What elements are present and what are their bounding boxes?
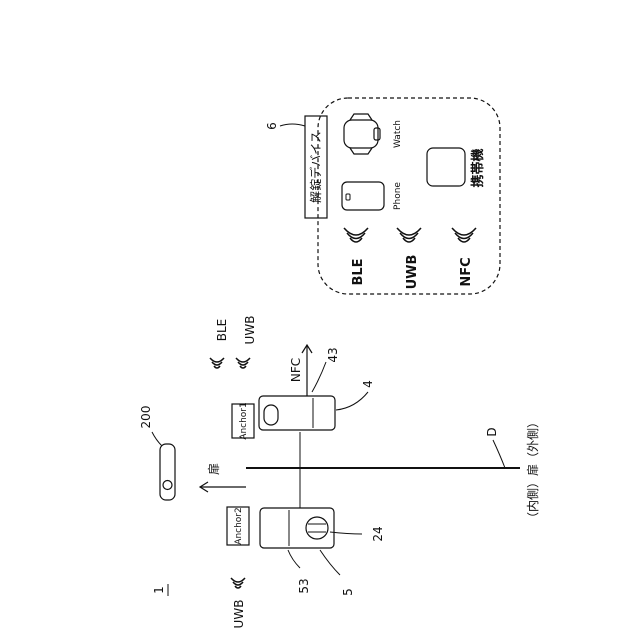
anchor2-uwb-waves bbox=[231, 578, 245, 588]
anchor2-label: Anchor2 bbox=[234, 507, 244, 544]
panel-ble-waves bbox=[344, 228, 368, 242]
ref-4: 4 bbox=[361, 380, 375, 388]
door-bottom-label: （内側）扉（外側） bbox=[526, 416, 540, 524]
ref-53-leader bbox=[288, 550, 300, 568]
panel-ble-label: BLE bbox=[351, 258, 366, 285]
anchor1-uwb-waves bbox=[236, 358, 250, 368]
door-arrow: 扉 bbox=[200, 463, 246, 492]
ref-5-leader bbox=[320, 550, 340, 575]
ref-24-leader bbox=[330, 532, 362, 534]
ref-5: 5 bbox=[341, 588, 355, 596]
anchor1-ble-waves bbox=[210, 358, 224, 368]
phone-icon bbox=[342, 182, 384, 210]
anchor1-label: Anchor1 bbox=[239, 402, 249, 439]
door-label: 扉 bbox=[207, 463, 221, 475]
mobile-label: 携帯機 bbox=[470, 148, 486, 187]
device-200: 200 bbox=[139, 406, 175, 500]
device-4 bbox=[259, 396, 335, 430]
ref-D-leader bbox=[493, 440, 505, 468]
ref-24: 24 bbox=[371, 526, 385, 541]
panel-uwb-label: UWB bbox=[405, 255, 420, 290]
ref-43-leader bbox=[312, 362, 326, 392]
panel-nfc-label: NFC bbox=[459, 257, 474, 286]
device-5-body bbox=[260, 508, 334, 548]
anchor1-uwb-label: UWB bbox=[243, 316, 257, 345]
device-200-lens bbox=[163, 481, 172, 490]
lock-knob-icon bbox=[306, 517, 328, 539]
phone-label: Phone bbox=[393, 182, 403, 210]
ref-1: 1 bbox=[152, 586, 166, 594]
ref-200-leader bbox=[152, 432, 162, 446]
watch-label: Watch bbox=[393, 120, 403, 148]
ref-4-leader bbox=[336, 392, 368, 410]
device-5 bbox=[260, 508, 334, 548]
watch-icon bbox=[344, 114, 380, 154]
mobile-unit-icon bbox=[427, 148, 465, 186]
ref-43: 43 bbox=[326, 347, 340, 362]
nfc-label: NFC bbox=[289, 358, 303, 382]
device-4-slot bbox=[264, 405, 278, 425]
device-200-body bbox=[160, 444, 175, 500]
anchor1-ble-label: BLE bbox=[215, 319, 229, 342]
ref-200: 200 bbox=[139, 406, 153, 429]
panel-uwb-waves bbox=[397, 228, 421, 242]
ref-6: 6 bbox=[265, 122, 279, 130]
ref-53: 53 bbox=[297, 578, 311, 593]
anchor2-uwb-label: UWB bbox=[232, 600, 246, 629]
panel-nfc-waves bbox=[452, 228, 476, 242]
ref-6-leader bbox=[280, 124, 305, 126]
unlock-device-label: 解錠デバイス bbox=[308, 131, 323, 203]
ref-D: D bbox=[485, 427, 499, 436]
